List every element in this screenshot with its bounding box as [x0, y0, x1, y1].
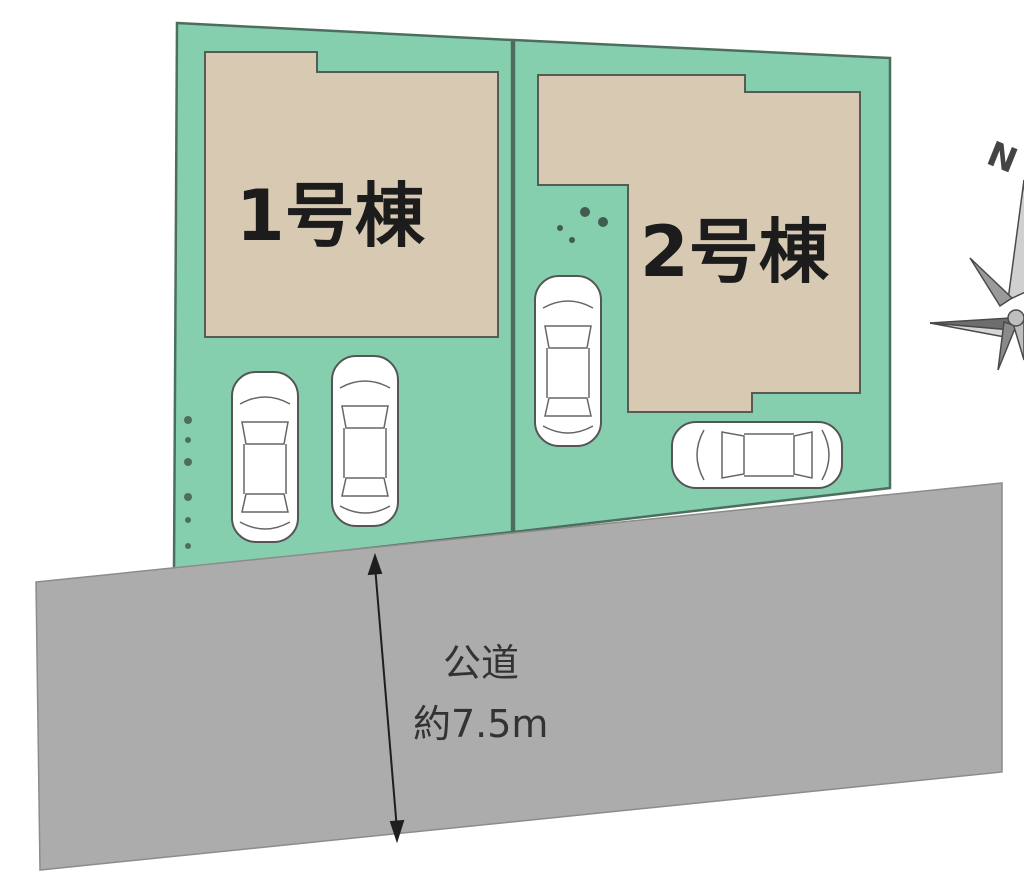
car-lot1-b	[331, 355, 399, 527]
house-1	[204, 51, 499, 338]
fence-marks	[184, 416, 192, 549]
car-lot1-a	[231, 371, 299, 543]
garden-marks	[557, 207, 608, 243]
building-2-label: 2号棟	[640, 211, 830, 293]
public-road	[35, 482, 1003, 871]
compass-north-label: N	[981, 134, 1022, 182]
car-lot2-a	[534, 275, 602, 447]
road-width-label: 約7.5m	[413, 702, 548, 746]
compass-icon	[929, 179, 1024, 371]
road-label: 公道	[443, 641, 519, 685]
car-lot2-b	[671, 421, 843, 489]
house-2	[537, 74, 861, 413]
building-1-label: 1号棟	[236, 175, 426, 257]
road-width-arrow	[367, 552, 405, 844]
